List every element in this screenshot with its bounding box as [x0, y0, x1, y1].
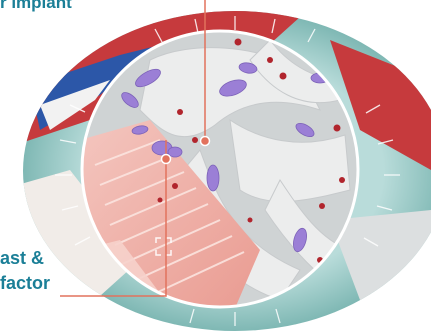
implant-label: r implant	[0, 0, 72, 11]
callout-dot-top	[201, 137, 210, 146]
cell-factor-label-line2: factor	[0, 274, 50, 292]
cell-factor-label-line1: ast &	[0, 249, 44, 267]
callout-dot-bottom	[162, 155, 171, 164]
